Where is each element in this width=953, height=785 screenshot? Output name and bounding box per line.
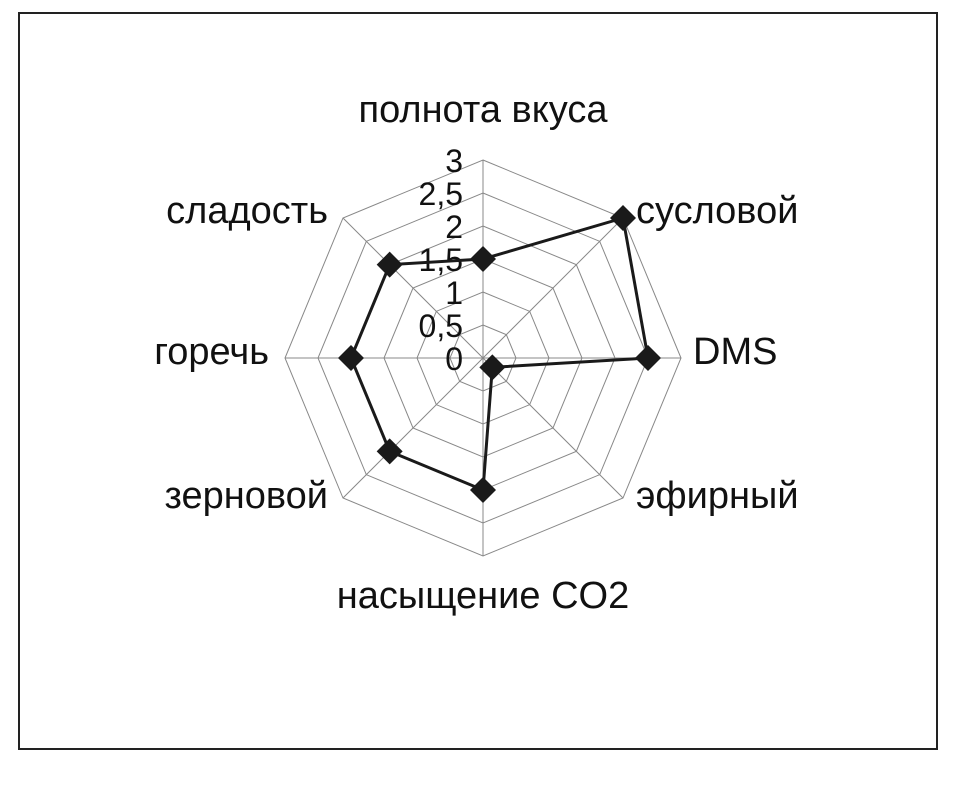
tick-labels: 00,511,522,53 xyxy=(419,143,463,377)
chart-frame xyxy=(18,12,938,750)
axis-label: зерновой xyxy=(164,475,328,517)
axis-label: сладость xyxy=(166,190,328,232)
axis-label: горечь xyxy=(154,331,269,373)
data-point-marker xyxy=(376,251,403,278)
axis-label: DMS xyxy=(693,331,777,373)
axis-label: эфирный xyxy=(636,475,799,517)
tick-label: 3 xyxy=(445,143,463,179)
tick-label: 2 xyxy=(445,209,463,245)
axis-label: сусловой xyxy=(636,190,798,232)
grid-layer xyxy=(284,159,682,557)
axis-spoke xyxy=(482,357,624,499)
tick-label: 1 xyxy=(445,275,463,311)
data-point-marker xyxy=(470,477,496,503)
tick-label: 2,5 xyxy=(419,176,463,212)
data-point-marker xyxy=(610,204,637,231)
data-point-marker xyxy=(635,345,661,371)
series-layer xyxy=(338,204,661,503)
data-point-marker xyxy=(338,345,364,371)
axis-spoke xyxy=(342,357,484,499)
data-point-marker xyxy=(479,354,506,381)
axis-label: насыщение CO2 xyxy=(337,575,629,617)
axis-spoke xyxy=(482,217,624,359)
data-point-marker xyxy=(470,246,496,272)
tick-label: 0,5 xyxy=(419,308,463,344)
axis-spoke xyxy=(342,217,484,359)
data-point-marker xyxy=(376,438,403,465)
tick-label: 0 xyxy=(445,341,463,377)
axis-label: полнота вкуса xyxy=(359,89,609,131)
